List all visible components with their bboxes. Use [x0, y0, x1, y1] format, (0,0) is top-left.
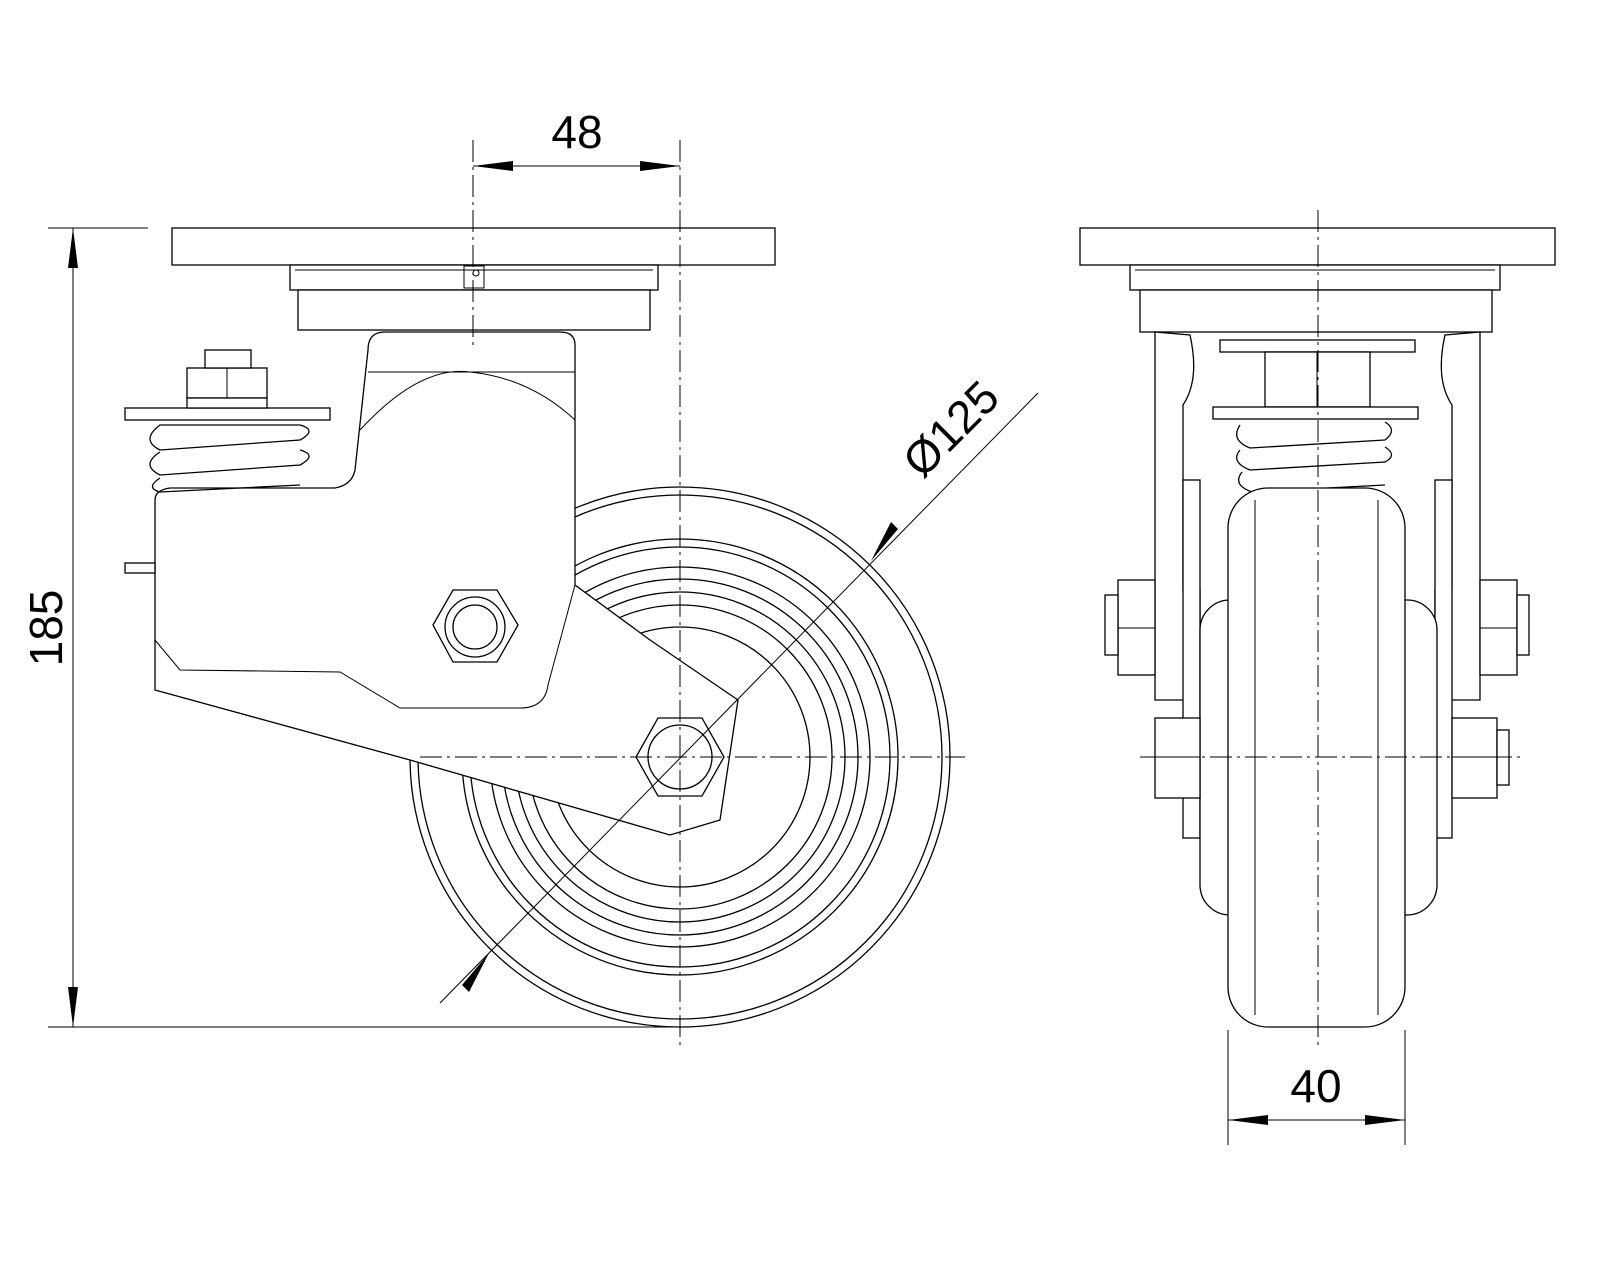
swivel-base: [297, 289, 651, 331]
dimension-label-height: 185: [20, 590, 72, 667]
pivot-nut: [432, 589, 519, 663]
dimension-48: 48: [473, 106, 680, 171]
dimension-40: 40: [1227, 1030, 1406, 1145]
dimension-label-offset: 48: [551, 106, 602, 158]
dimension-label-width: 40: [1290, 1060, 1341, 1112]
dimension-label-diameter: Ø125: [893, 371, 1009, 487]
dimension-185: 185: [20, 227, 680, 1028]
front-nuts: [1104, 579, 1530, 799]
front-view: 40: [1079, 210, 1556, 1145]
swivel-race: [289, 264, 659, 291]
fork-arm: [154, 331, 739, 836]
spring: [124, 349, 331, 493]
side-view: 48 185 Ø125: [20, 106, 1039, 1045]
